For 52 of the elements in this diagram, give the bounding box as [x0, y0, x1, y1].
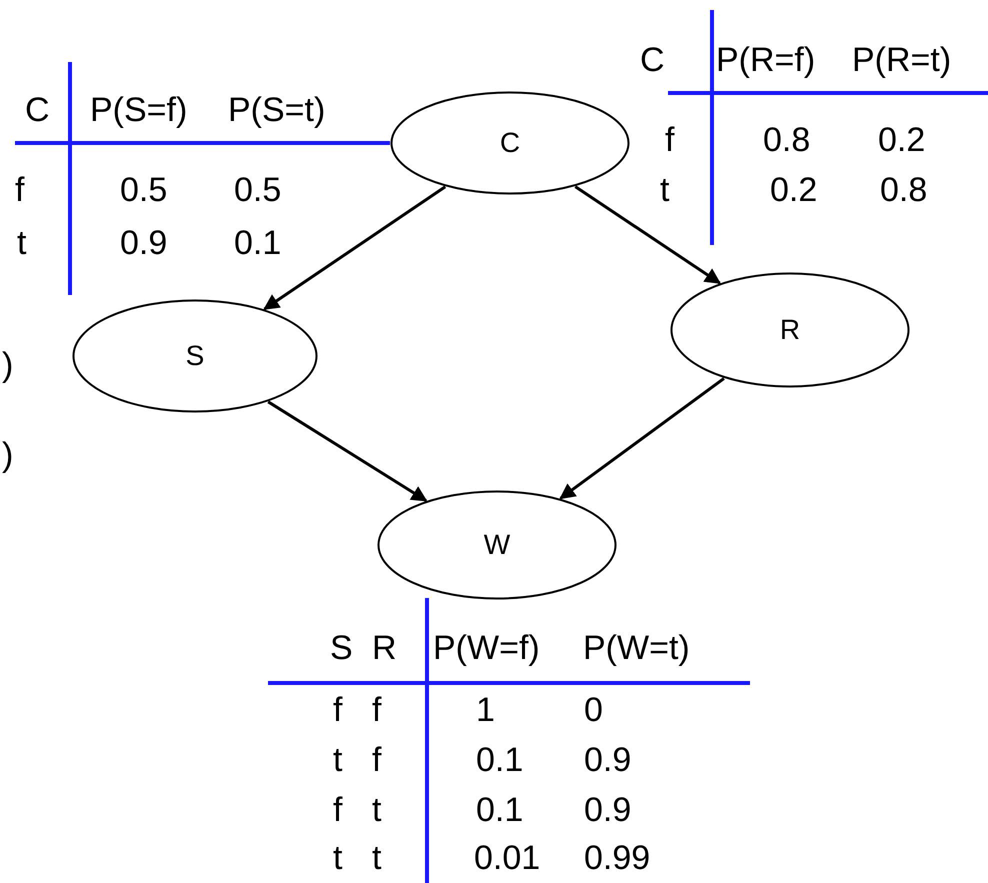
table-text: 0.1 — [476, 790, 524, 830]
table-text: t — [372, 790, 382, 830]
ellipse-node — [377, 490, 617, 600]
table-text: 0.8 — [763, 120, 810, 160]
table-text: 0 — [584, 690, 603, 730]
arrow — [263, 186, 446, 310]
table-text: ) — [2, 345, 14, 385]
table-text: t — [17, 223, 26, 263]
table-text: R — [372, 628, 397, 668]
table-text: t — [333, 838, 342, 878]
table-text: P(S=t) — [228, 90, 326, 130]
table-text: 0.01 — [474, 838, 540, 878]
table-text: 0.9 — [584, 790, 632, 830]
table-text: f — [665, 120, 674, 160]
table-text: 0.8 — [880, 170, 928, 210]
ellipse-node — [72, 299, 318, 413]
table-text: 0.9 — [120, 223, 168, 263]
table-text: 1 — [476, 690, 495, 730]
table-text: 0.2 — [878, 120, 926, 160]
table-text: f — [333, 790, 342, 830]
table-text: f — [15, 170, 24, 210]
arrow — [559, 377, 725, 500]
ellipse-node — [390, 91, 630, 195]
table-text: P(R=t) — [852, 40, 952, 80]
table-text: 0.9 — [584, 740, 632, 780]
table-text: P(W=f) — [433, 628, 540, 668]
table-text: P(W=t) — [583, 628, 690, 668]
table-text: f — [333, 690, 342, 730]
table-text: t — [333, 740, 342, 780]
table-text: 0.5 — [120, 170, 168, 210]
table-text: t — [660, 170, 670, 210]
table-text: f — [372, 690, 382, 730]
table-text: C — [640, 40, 665, 80]
table-text: 0.1 — [234, 223, 282, 263]
arrow — [574, 185, 721, 284]
ellipse-node — [670, 272, 910, 388]
node-label: S — [186, 340, 204, 372]
table-text: 0.2 — [770, 170, 818, 210]
table-text: S — [330, 628, 353, 668]
node-label: W — [484, 529, 510, 561]
table-text: 0.99 — [584, 838, 650, 878]
table-text: t — [372, 838, 382, 878]
table-text: 0.1 — [476, 740, 524, 780]
table-text: ) — [2, 435, 14, 475]
table-text: C — [25, 90, 50, 130]
table-text: P(S=f) — [90, 90, 188, 130]
node-label: C — [500, 127, 520, 159]
table-text: P(R=f) — [716, 40, 816, 80]
arrow — [267, 400, 428, 502]
node-label: R — [780, 314, 800, 346]
table-text: 0.5 — [234, 170, 282, 210]
table-text: f — [372, 740, 382, 780]
